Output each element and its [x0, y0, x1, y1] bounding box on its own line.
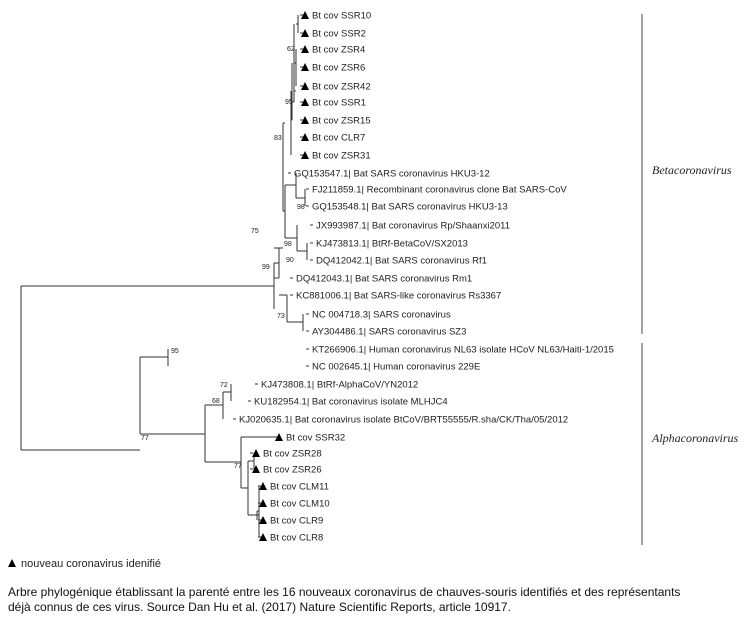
leaf-label: AY304486.1| SARS coronavirus SZ3 — [312, 327, 466, 338]
leaf-label: Bt cov ZSR28 — [263, 449, 322, 460]
leaf-label: Bt cov ZSR31 — [312, 151, 371, 162]
new-virus-triangle-icon — [275, 433, 283, 441]
leaf-label: Bt cov ZSR42 — [312, 82, 371, 93]
leaf-label: NC 002645.1| Human coronavirus 229E — [312, 362, 480, 373]
legend: nouveau coronavirus idenifié — [8, 558, 161, 570]
caption-line-2: déjà connus de ces virus. Source Dan Hu … — [8, 600, 511, 614]
leaf-label: Bt cov CLM11 — [270, 482, 329, 493]
leaf-label: Bt cov ZSR15 — [312, 116, 371, 127]
leaf-label: Bt cov CLR9 — [270, 516, 323, 527]
tree-leaves: Bt cov SSR10 Bt cov SSR2 Bt cov ZSR4 Bt cov… — [239, 11, 614, 544]
new-virus-triangle-icon — [301, 133, 309, 141]
figure-caption: Arbre phylogénique établissant la parent… — [8, 585, 748, 615]
new-virus-triangle-icon — [259, 482, 267, 490]
new-virus-triangle-icon — [252, 465, 260, 473]
bootstrap-value: 68 — [212, 398, 220, 405]
new-virus-triangle-icon — [259, 499, 267, 507]
new-virus-triangle-icon — [301, 151, 309, 159]
bootstrap-value: 77 — [141, 435, 149, 442]
bootstrap-value: 95 — [285, 99, 293, 106]
clade-label-alphacoronavirus: Alphacoronavirus — [651, 431, 739, 445]
bootstrap-value: 98 — [284, 241, 292, 248]
new-virus-triangle-icon — [8, 559, 16, 567]
bootstrap-value: 98 — [297, 204, 305, 211]
leaf-label: KC881006.1| Bat SARS-like coronavirus Rs… — [296, 291, 501, 302]
bootstrap-value: 99 — [262, 264, 270, 271]
clade-brackets: Betacoronavirus Alphacoronavirus — [641, 14, 739, 545]
new-virus-triangle-icon — [301, 11, 309, 19]
leaf-label: DQ412042.1| Bat SARS coronavirus Rf1 — [316, 256, 487, 267]
new-virus-triangle-icon — [301, 116, 309, 124]
new-virus-triangle-icon — [259, 516, 267, 524]
leaf-label: Bt cov SSR2 — [312, 29, 366, 40]
leaf-label: KU182954.1| Bat coronavirus isolate MLHJ… — [254, 397, 448, 408]
caption-line-1: Arbre phylogénique établissant la parent… — [8, 585, 681, 599]
leaf-label: GQ153547.1| Bat SARS coronavirus HKU3-12 — [294, 169, 490, 180]
tree-branches — [20, 14, 313, 538]
leaf-label: GQ153548.1| Bat SARS coronavirus HKU3-13 — [312, 202, 508, 213]
leaf-label: Bt cov ZSR26 — [263, 465, 322, 476]
leaf-label: Bt cov CLR7 — [312, 133, 365, 144]
leaf-label: KJ473808.1| BtRf-AlphaCoV/YN2012 — [261, 380, 418, 391]
leaf-label: NC 004718.3| SARS coronavirus — [312, 310, 451, 321]
leaf-label: DQ412043.1| Bat SARS coronavirus Rm1 — [296, 274, 472, 285]
bootstrap-value: 90 — [286, 257, 294, 264]
bootstrap-value: 83 — [274, 135, 282, 142]
leaf-label: Bt cov CLR8 — [270, 533, 323, 544]
leaf-label: Bt cov ZSR4 — [312, 45, 365, 56]
bootstrap-value: 77 — [234, 463, 242, 470]
leaf-label: Bt cov ZSR6 — [312, 63, 365, 74]
bootstrap-value: 75 — [251, 228, 259, 235]
leaf-label: FJ211859.1| Recombinant coronavirus clon… — [312, 185, 567, 196]
phylogenetic-tree: Bt cov SSR10 Bt cov SSR2 Bt cov ZSR4 Bt cov… — [20, 11, 739, 545]
bootstrap-value: 73 — [277, 313, 285, 320]
new-virus-triangle-icon — [301, 29, 309, 37]
bootstrap-value: 62 — [287, 46, 295, 53]
leaf-label: Bt cov SSR10 — [312, 11, 371, 22]
leaf-label: JX993987.1| Bat coronavirus Rp/Shaanxi20… — [316, 221, 510, 232]
bootstrap-values: 62 95 83 98 75 98 90 99 73 95 72 68 77 77 — [141, 46, 305, 470]
leaf-label: KT266906.1| Human coronavirus NL63 isola… — [312, 345, 614, 356]
bootstrap-value: 72 — [220, 382, 228, 389]
leaf-label: Bt cov SSR32 — [286, 433, 345, 444]
new-virus-triangle-icon — [252, 449, 260, 457]
new-virus-triangle-icon — [301, 63, 309, 71]
new-virus-triangle-icon — [301, 82, 309, 90]
new-virus-triangle-icon — [301, 98, 309, 106]
leaf-label: Bt cov CLM10 — [270, 499, 330, 510]
new-virus-triangle-icon — [259, 533, 267, 541]
clade-label-betacoronavirus: Betacoronavirus — [652, 163, 732, 177]
new-virus-triangle-icon — [301, 45, 309, 53]
bootstrap-value: 95 — [171, 348, 179, 355]
leaf-label: KJ473813.1| BtRf-BetaCoV/SX2013 — [316, 239, 468, 250]
leaf-label: Bt cov SSR1 — [312, 98, 366, 109]
legend-text: nouveau coronavirus idenifié — [21, 558, 162, 570]
leaf-label: KJ020635.1| Bat coronavirus isolate BtCo… — [239, 415, 568, 426]
